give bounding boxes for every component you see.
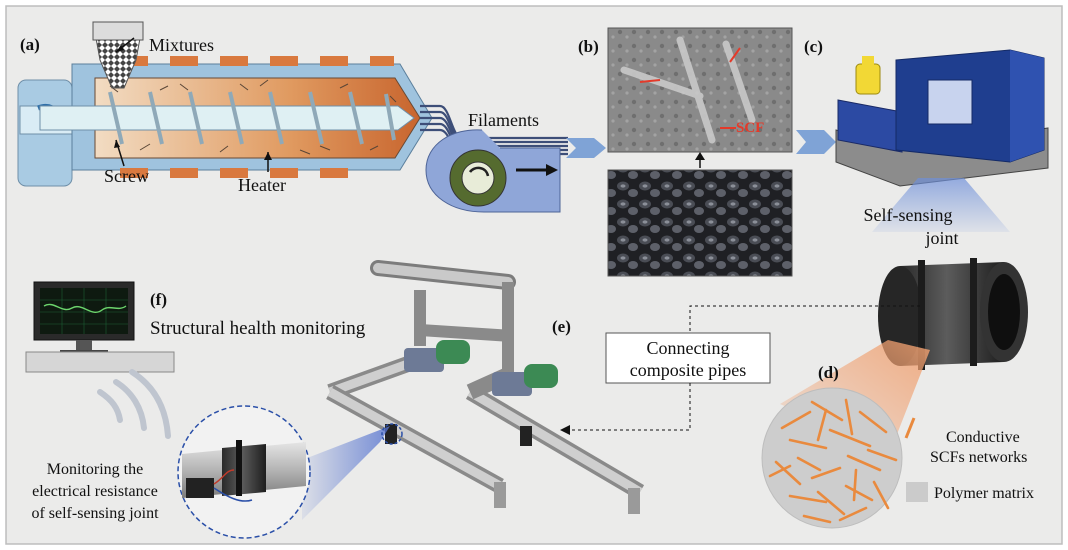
arrow-left-icon — [560, 425, 570, 435]
zoom-beam — [872, 178, 1010, 232]
scf-network-circle — [761, 387, 903, 529]
monitor-computer — [25, 281, 175, 373]
legend-polymer: Polymer matrix — [934, 485, 1034, 502]
injection-molding-machine — [835, 49, 1049, 187]
panel-label-c: (c) — [804, 37, 823, 56]
monitoring-label-line2: electrical resistance — [32, 483, 158, 500]
connector-dashed-line — [689, 305, 920, 333]
panel-label-d: (d) — [818, 363, 839, 382]
mixtures-label: Mixtures — [149, 35, 214, 55]
pellets-photo — [607, 169, 793, 277]
polymer-legend-swatch — [906, 482, 928, 502]
legend-conductive-line1: Conductive — [946, 429, 1020, 446]
joint-on-pipe — [385, 424, 397, 444]
filaments-label: Filaments — [468, 110, 539, 130]
heater-label: Heater — [238, 175, 286, 195]
monitoring-label-line1: Monitoring the — [47, 461, 143, 478]
rotation-arrow-icon — [468, 166, 490, 177]
flow-arrow-icon — [796, 130, 836, 154]
panel-label-e: (e) — [552, 317, 571, 336]
connecting-box — [605, 332, 771, 384]
extruder-illustration — [17, 21, 568, 213]
flow-arrow-icon — [566, 138, 606, 158]
resistance-curve — [43, 303, 127, 313]
scf-label: SCF — [736, 120, 764, 136]
connecting-label-line1: Connecting — [647, 338, 730, 358]
panel-label-b: (b) — [578, 37, 599, 56]
wireless-signal-icon — [97, 369, 171, 439]
pipe-network — [326, 260, 645, 514]
shm-label: Structural health monitoring — [150, 318, 366, 339]
screw-label: Screw — [104, 166, 149, 186]
legend-conductive-line2: SCFs networks — [930, 449, 1027, 466]
sem-micrograph — [607, 27, 793, 153]
zoom-beam — [302, 426, 390, 520]
conductive-legend-swatch — [904, 417, 916, 439]
sensor-module — [186, 478, 214, 498]
panel-label-a: (a) — [20, 35, 40, 54]
joint-on-pipe — [520, 426, 532, 446]
monitoring-label-line3: of self-sensing joint — [31, 505, 159, 522]
scf-network-fibers — [768, 398, 898, 524]
panel-label-f: (f) — [150, 290, 167, 309]
connecting-label-line2: composite pipes — [630, 360, 746, 380]
self-sensing-label-line1: Self-sensing — [864, 205, 953, 225]
self-sensing-label-line2: joint — [924, 228, 958, 248]
